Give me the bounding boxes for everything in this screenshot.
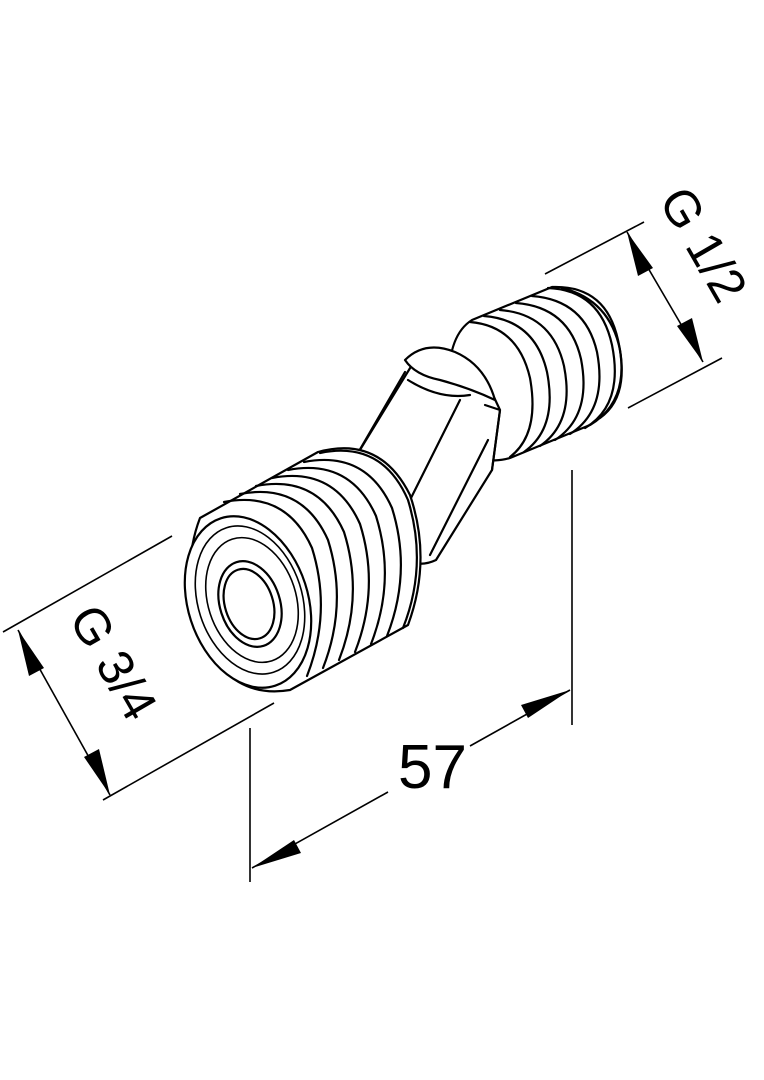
g34-label: G 3/4 xyxy=(58,596,168,730)
adapter-fitting xyxy=(183,285,623,693)
large-thread-2 xyxy=(302,458,402,638)
small-thread-4 xyxy=(498,308,568,448)
small-thread-5 xyxy=(482,314,551,454)
neck-flat xyxy=(483,403,502,472)
front-face-ring-1 xyxy=(194,525,306,675)
large-thread-1 xyxy=(318,449,418,630)
g12-extension-line-upper xyxy=(544,221,645,275)
collar-curve xyxy=(406,378,472,398)
neck-edge-1 xyxy=(353,370,407,460)
large-thread-7 xyxy=(222,498,322,678)
large-thread-6 xyxy=(238,490,338,670)
neck-collar xyxy=(403,346,497,402)
g12-label: G 1/2 xyxy=(648,178,758,312)
bore-inner xyxy=(222,567,276,641)
bore-outer xyxy=(217,560,283,648)
length-arrowhead-right xyxy=(521,690,570,718)
g34-arrowhead-bottom xyxy=(84,749,110,795)
length-label: 57 xyxy=(398,733,467,802)
small-thread-2 xyxy=(530,294,601,436)
g34-extension-line-upper xyxy=(2,535,173,633)
front-face-ring-2 xyxy=(204,536,300,664)
g34-extension-line-lower xyxy=(102,702,275,801)
large-threaded-end xyxy=(183,447,422,693)
g12-extension-line-lower xyxy=(627,357,723,409)
g34-arrowhead-top xyxy=(18,630,44,676)
dimension-length: 57 xyxy=(249,470,573,882)
large-thread-4 xyxy=(270,474,370,654)
length-arrowhead-left xyxy=(252,840,301,868)
large-thread-5 xyxy=(254,482,354,662)
small-thread-3 xyxy=(514,301,585,442)
small-end-tip xyxy=(560,286,623,420)
g12-arrowhead-top xyxy=(627,232,653,276)
small-thread-6 xyxy=(468,320,534,459)
small-thread-1 xyxy=(546,286,616,430)
neck-edge-3 xyxy=(428,438,490,557)
large-thread-3 xyxy=(286,466,386,646)
g12-arrowhead-bottom xyxy=(677,318,703,362)
